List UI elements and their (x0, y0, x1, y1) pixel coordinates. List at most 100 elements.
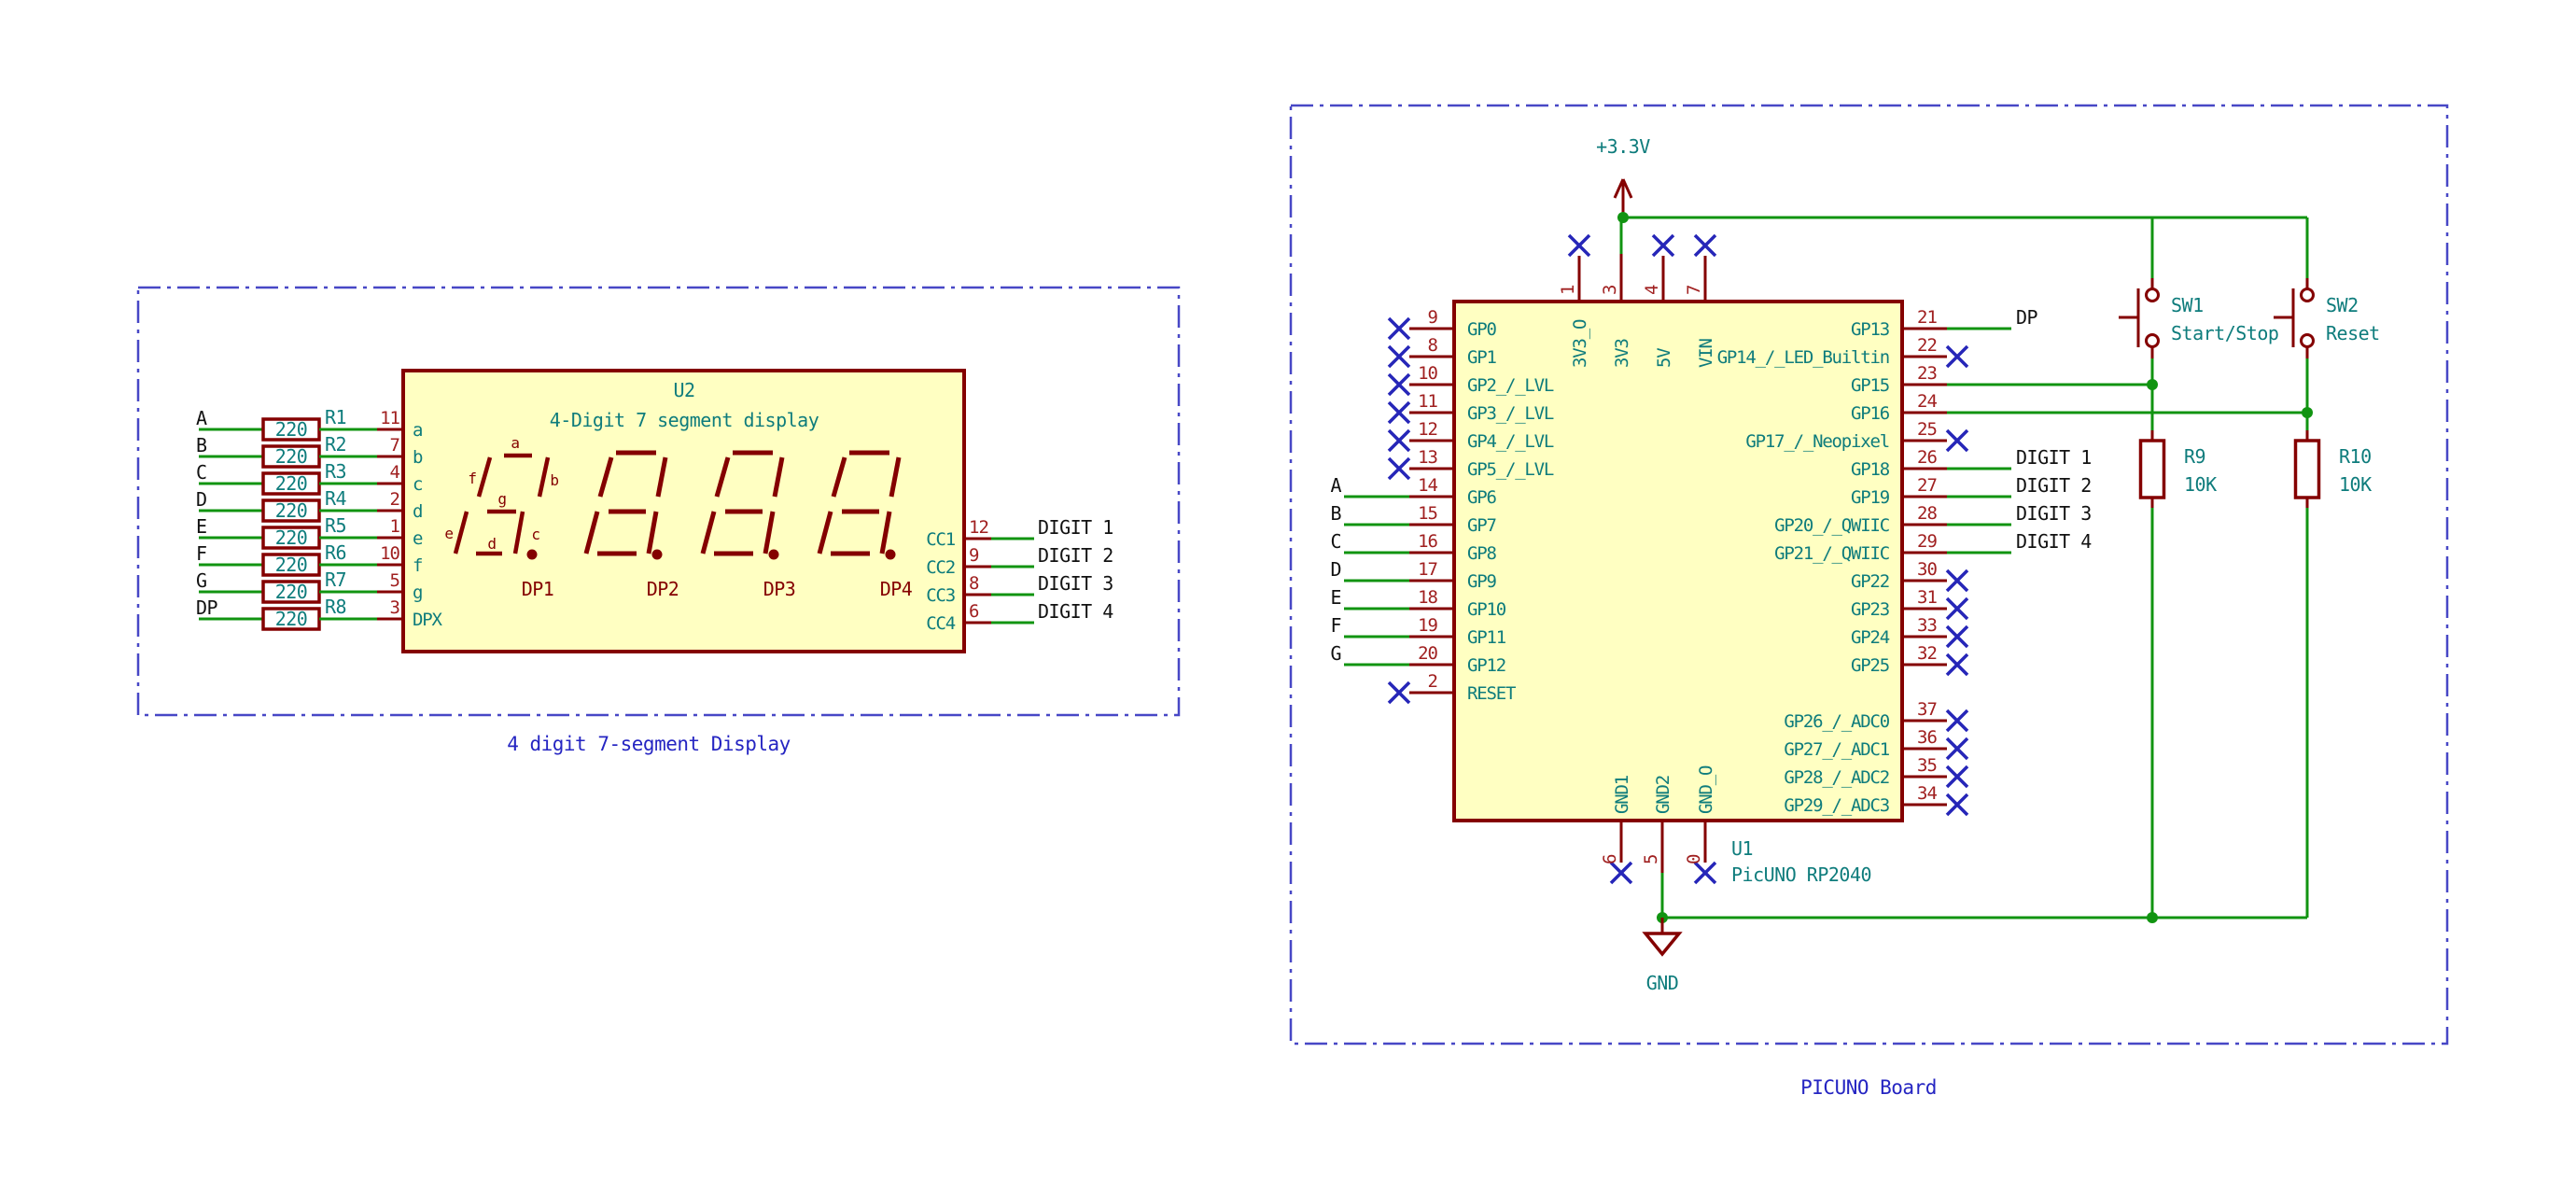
dp-label: DP1 (522, 578, 554, 600)
switch-ref: SW2 (2326, 294, 2359, 316)
pin-number: 28 (1917, 503, 1937, 524)
pin-number: 4 (1642, 285, 1662, 295)
pin-number: 25 (1917, 419, 1937, 440)
junction-dot (2302, 407, 2313, 418)
pin-number: 36 (1917, 727, 1937, 748)
decimal-point (885, 549, 896, 560)
pin-number: 35 (1917, 755, 1937, 776)
pin-name: GP17_/_Neopixel (1745, 431, 1889, 452)
switch-terminal (2145, 333, 2160, 348)
net-label: G (196, 569, 207, 592)
pin-number: 2 (390, 489, 399, 510)
pin-number: 12 (969, 517, 988, 538)
pin-number: 21 (1917, 307, 1937, 328)
pin-number: 3 (1600, 285, 1620, 295)
dp-label: DP4 (880, 578, 913, 600)
segment-e (583, 511, 600, 554)
no-connect-icon (1693, 861, 1717, 885)
pin-number: 1 (390, 516, 400, 537)
segment-e (700, 511, 717, 554)
no-connect-icon (1387, 428, 1411, 453)
pin-name: GP8 (1467, 543, 1496, 564)
net-label: G (1330, 642, 1341, 665)
net-label: DP (2016, 306, 2038, 329)
power-label: +3.3V (1596, 135, 1650, 158)
pin-number: 6 (969, 601, 979, 622)
pin-number: 7 (390, 435, 400, 456)
net-label: D (1330, 558, 1341, 581)
resistor-value: 220 (275, 499, 308, 522)
switch-terminal (2300, 333, 2315, 348)
net-label: DIGIT 2 (2016, 474, 2092, 497)
segment-b (772, 456, 785, 498)
pin-name: GP19 (1851, 487, 1890, 508)
pin-number: 24 (1917, 391, 1937, 412)
segment-e (817, 511, 833, 554)
net-label: E (196, 515, 207, 538)
decimal-point (768, 549, 779, 560)
net-label: DIGIT 4 (2016, 530, 2092, 553)
no-connect-icon (1945, 625, 1969, 649)
net-label: A (1330, 474, 1341, 497)
pin-name: CC2 (926, 557, 955, 578)
switch-ref: SW1 (2171, 294, 2204, 316)
net-label: DIGIT 4 (1038, 600, 1113, 623)
pin-name: GND_O (1696, 765, 1716, 814)
pin-name: GP14_/_LED_Builtin (1717, 347, 1889, 368)
pin-name: a (413, 420, 422, 441)
ground-label: GND (1646, 972, 1679, 994)
pin-number: 37 (1917, 699, 1937, 720)
component-ref: U2 (673, 379, 694, 401)
pin-name: GP13 (1851, 319, 1890, 340)
resistor (2138, 439, 2166, 499)
pin-name: g (413, 582, 422, 603)
pin-number: 10 (1418, 363, 1437, 384)
no-connect-icon (1387, 316, 1411, 341)
segment-label: b (550, 471, 558, 489)
power-arrow-icon (1621, 178, 1633, 199)
no-connect-icon (1387, 456, 1411, 481)
net-label: E (1330, 586, 1341, 609)
no-connect-icon (1945, 597, 1969, 621)
no-connect-icon (1693, 233, 1717, 258)
pin-name: CC3 (926, 585, 955, 606)
no-connect-icon (1567, 233, 1591, 258)
pin-name: GP10 (1467, 599, 1506, 620)
component-value: 4-Digit 7 segment display (550, 409, 819, 431)
pin-number: 9 (969, 545, 979, 566)
segment-b (655, 456, 668, 498)
pin-number: 2 (1428, 671, 1437, 692)
block-caption: 4 digit 7-segment Display (507, 733, 791, 755)
pin-name: GP15 (1851, 375, 1889, 396)
u1-symbol-body (1452, 300, 1904, 822)
net-label: DIGIT 2 (1038, 544, 1113, 567)
pin-name: GP6 (1467, 487, 1496, 508)
net-label: DP (196, 597, 218, 619)
segment-f (476, 456, 493, 498)
component-value: PicUNO RP2040 (1731, 863, 1871, 886)
no-connect-icon (1387, 400, 1411, 425)
net-label: DIGIT 1 (1038, 516, 1113, 539)
pin-number: 34 (1917, 783, 1937, 804)
resistor-value: 10K (2339, 473, 2372, 496)
pin-name: GP22 (1851, 571, 1889, 592)
pin-name: d (413, 501, 422, 522)
decimal-point (651, 549, 663, 560)
pin-name: GP21_/_QWIIC (1774, 543, 1889, 564)
component-ref: U1 (1731, 837, 1753, 860)
pin-name: GP11 (1467, 627, 1506, 648)
pin-number: 9 (1428, 307, 1438, 328)
segment-c (763, 511, 776, 554)
segment-f (597, 456, 614, 498)
no-connect-icon (1945, 793, 1969, 817)
switch-terminal (2300, 288, 2315, 302)
pin-name: GP20_/_QWIIC (1774, 515, 1889, 536)
pin-number: 13 (1418, 447, 1437, 468)
pin-name: GP24 (1851, 627, 1890, 648)
pin-number: 0 (1684, 854, 1704, 864)
pin-name: e (413, 528, 423, 549)
segment-label: a (511, 434, 519, 452)
switch-label: Start/Stop (2171, 322, 2278, 344)
